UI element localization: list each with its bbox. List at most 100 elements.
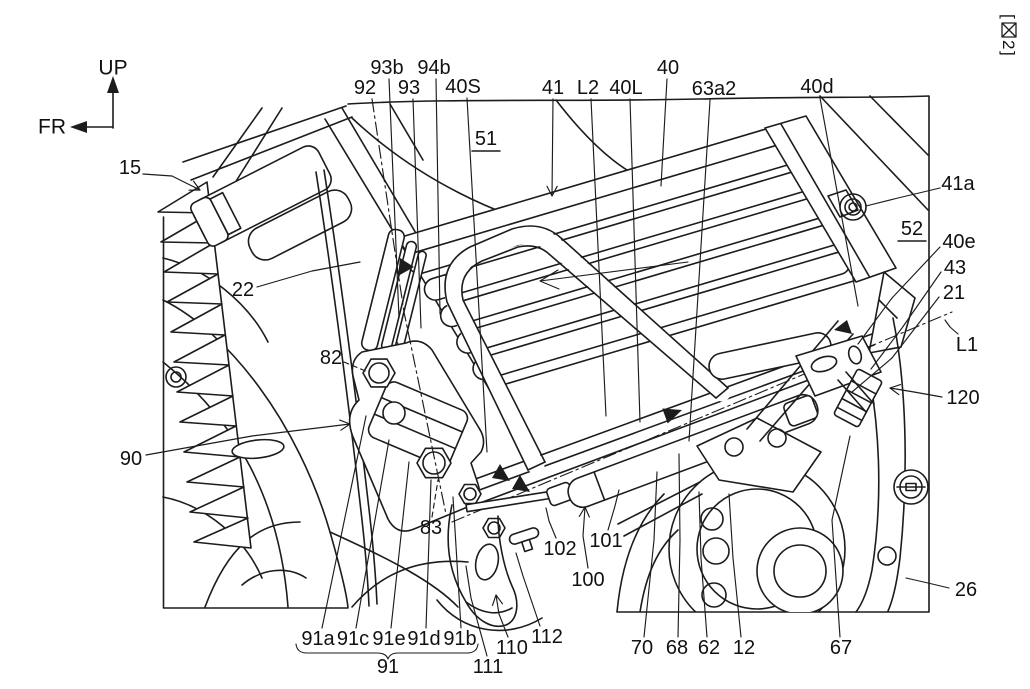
foot-bracket <box>436 504 543 632</box>
ref-label-91: 91 <box>377 656 399 678</box>
leader-100 <box>582 506 589 569</box>
ref-label-41: 41 <box>542 77 564 99</box>
ref-label-67: 67 <box>830 637 852 659</box>
holder-plates <box>360 228 427 357</box>
ref-label-12: 12 <box>733 637 755 659</box>
leader-93b <box>388 78 400 319</box>
leader-41 <box>551 98 554 197</box>
axis-up-label: UP <box>98 57 127 80</box>
leader-91a <box>321 415 367 629</box>
ref-label-100: 100 <box>571 569 604 591</box>
ref-label-40L: 40L <box>609 77 642 99</box>
leader-120 <box>889 387 943 398</box>
ref-label-43: 43 <box>944 257 966 279</box>
ref-label-15: 15 <box>119 157 141 179</box>
brace-91 <box>295 643 479 660</box>
ref-label-41a: 41a <box>941 173 975 195</box>
leader-arrow-110 <box>491 594 504 606</box>
axis-fr-label: FR <box>38 116 66 139</box>
ref-label-112: 112 <box>531 626 563 648</box>
leader-arrow-41 <box>546 185 558 197</box>
up-arrow-icon <box>107 76 119 93</box>
ref-label-90: 90 <box>120 448 142 470</box>
leader-21 <box>851 296 940 393</box>
ref-label-102: 102 <box>543 538 576 560</box>
front-fork-boot <box>157 181 252 549</box>
leader-arrow-90 <box>339 419 351 431</box>
leader-93 <box>412 98 422 329</box>
svg-text:2: 2 <box>999 40 1018 49</box>
ref-label-40d: 40d <box>800 76 833 98</box>
leader-lines <box>142 78 959 657</box>
leader-91c <box>355 439 390 629</box>
leader-94b <box>435 78 441 315</box>
leader-83 <box>431 479 439 518</box>
ref-label-68: 68 <box>666 637 688 659</box>
leader-92 <box>371 98 447 515</box>
svg-text:[: [ <box>999 14 1018 19</box>
latch-arrow-icon <box>834 320 852 334</box>
leader-arrow-120 <box>889 384 902 396</box>
leader-12 <box>728 493 742 638</box>
leader-112 <box>515 552 541 627</box>
ref-label-91b: 91b <box>443 628 476 650</box>
ref-label-52: 52 <box>901 218 923 240</box>
leader-26 <box>905 577 950 589</box>
ref-label-21: 21 <box>943 282 965 304</box>
ref-label-110: 110 <box>496 637 528 659</box>
removal-direction-arrow <box>539 261 689 290</box>
ref-label-111: 111 <box>473 656 503 678</box>
leader-63a2 <box>688 99 711 442</box>
leader-22 <box>256 261 361 288</box>
ref-label-92: 92 <box>354 77 376 99</box>
ref-label-26: 26 <box>955 579 977 601</box>
leader-43 <box>870 271 942 370</box>
ref-label-51: 51 <box>475 128 497 150</box>
ref-label-40S: 40S <box>445 76 481 98</box>
leader-40d <box>819 97 859 307</box>
leader-40S <box>466 97 488 453</box>
fork-clamp <box>190 145 353 261</box>
leader-90 <box>145 423 351 456</box>
battery-box <box>397 115 916 390</box>
leader-67 <box>831 435 851 638</box>
leader-40 <box>660 78 668 187</box>
ref-label-91c: 91c <box>337 628 369 650</box>
ref-label-70: 70 <box>631 637 653 659</box>
ref-label-91d: 91d <box>407 628 440 650</box>
leader-101 <box>607 489 620 531</box>
contact-arrow-icon <box>492 464 510 481</box>
mount-bracket <box>348 340 530 539</box>
leader-L1 <box>944 319 959 335</box>
rail-direction-arrow-icon <box>662 408 682 424</box>
leader-91b <box>452 496 462 629</box>
ref-label-L1: L1 <box>956 334 978 356</box>
ref-label-91e: 91e <box>372 628 405 650</box>
axis-indicator: UP FR <box>38 57 128 139</box>
ref-label-101: 101 <box>589 530 622 552</box>
ref-label-82: 82 <box>320 347 342 369</box>
leader-102 <box>545 507 557 539</box>
leader-15 <box>142 173 201 191</box>
sprocket-assembly <box>616 320 854 612</box>
ref-label-120: 120 <box>946 387 979 409</box>
leader-68 <box>677 453 681 638</box>
wedge-arrow-icon <box>398 258 414 276</box>
damper-assembly <box>451 311 953 553</box>
leader-arrow-15 <box>188 180 201 191</box>
ref-label-40: 40 <box>657 57 679 79</box>
leader-111 <box>465 565 488 657</box>
ref-label-63a2: 63a2 <box>692 78 737 100</box>
leader-62 <box>698 491 708 638</box>
leader-L2 <box>590 98 607 417</box>
battery-slats <box>407 141 851 381</box>
leader-82 <box>343 361 369 373</box>
figure-border <box>162 95 930 613</box>
ref-label-91a: 91a <box>301 628 335 650</box>
contact-arrow-icon <box>512 475 530 492</box>
ref-label-62: 62 <box>698 637 720 659</box>
svg-text:]: ] <box>999 51 1018 56</box>
ref-label-93: 93 <box>398 77 420 99</box>
